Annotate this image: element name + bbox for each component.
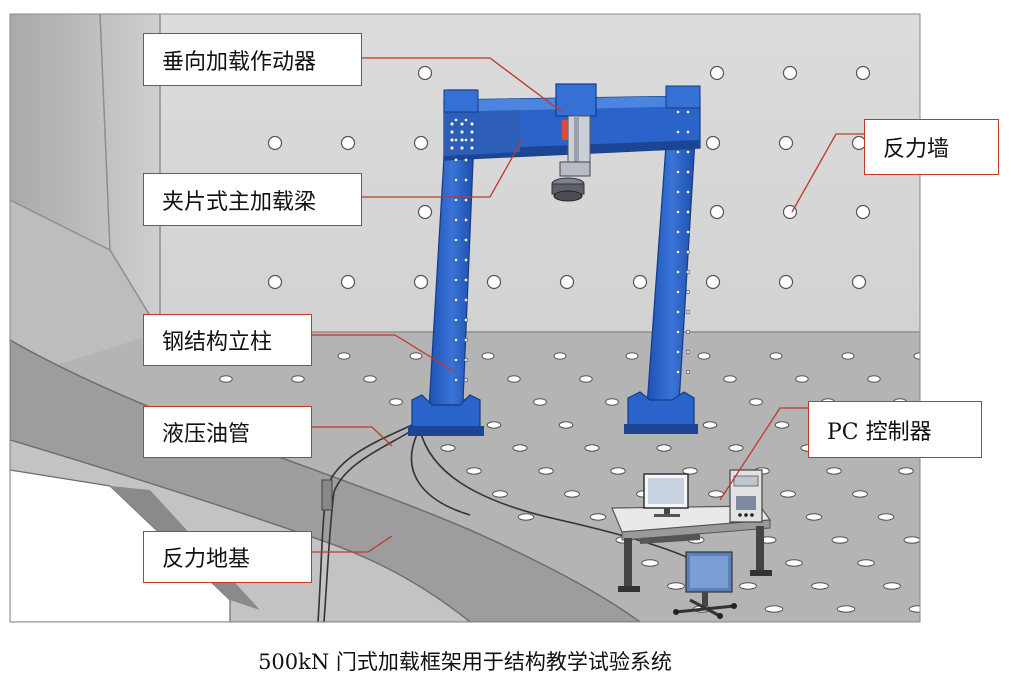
wall-anchor-holes	[267, 65, 871, 290]
wall-hole	[778, 135, 794, 151]
floor-hole	[553, 352, 567, 360]
side-wall-lower	[10, 200, 160, 380]
floor-hole	[605, 398, 619, 406]
wall-hole	[709, 204, 725, 220]
floor-hole	[291, 375, 305, 383]
floor-hole	[857, 559, 875, 567]
floor-hole	[219, 375, 233, 383]
floor-hole	[826, 467, 842, 475]
floor-hole	[625, 352, 639, 360]
wall-hole	[778, 274, 794, 290]
floor-hole	[512, 444, 528, 452]
pc-workstation	[611, 469, 772, 619]
floor-hole	[440, 444, 456, 452]
floor-hole	[363, 375, 377, 383]
floor-hole	[584, 444, 600, 452]
label-reaction-base: 反力地基	[143, 531, 312, 583]
label-main-beam: 夹片式主加载梁	[143, 173, 362, 226]
wall-hole	[559, 274, 575, 290]
floor-hole	[667, 582, 685, 590]
wall-hole	[782, 65, 798, 81]
floor-hole	[558, 421, 574, 429]
floor-hole	[836, 605, 856, 613]
floor-hole	[486, 421, 502, 429]
floor-hole	[877, 513, 895, 521]
wall-hole	[417, 65, 433, 81]
floor-hole	[409, 352, 423, 360]
label-column: 钢结构立柱	[143, 314, 312, 366]
wall-hole	[340, 135, 356, 151]
wall-hole	[413, 274, 429, 290]
floor-hole	[564, 490, 580, 498]
floor-hole	[852, 490, 868, 498]
wall-hole	[851, 274, 867, 290]
floor-hole	[641, 559, 659, 567]
floor-hole	[903, 536, 920, 544]
floor-opening	[10, 469, 231, 622]
floor-hole	[908, 605, 920, 613]
leader-lines	[312, 57, 864, 553]
floor-hole	[780, 490, 796, 498]
side-wall	[10, 14, 160, 332]
wall-hole	[855, 65, 871, 81]
label-actuator: 垂向加载作动器	[143, 33, 362, 86]
wall-hole	[340, 274, 356, 290]
floor-hole	[764, 605, 784, 613]
floor-hole	[883, 582, 901, 590]
actuator-mount	[555, 83, 597, 117]
floor-hole	[389, 398, 403, 406]
floor-hole	[507, 375, 521, 383]
wall-hole	[705, 135, 721, 151]
floor-hole	[697, 352, 711, 360]
floor-hole	[656, 444, 672, 452]
floor-hole	[749, 398, 763, 406]
floor-hole	[708, 490, 724, 498]
floor-hole	[785, 559, 803, 567]
wall-hole	[413, 135, 429, 151]
floor-hole	[533, 398, 547, 406]
floor-hole	[723, 375, 737, 383]
wall-hole	[705, 274, 721, 290]
floor-hole	[610, 467, 626, 475]
floor-hole	[913, 352, 920, 360]
floor-hole	[517, 513, 535, 521]
floor-hole	[589, 513, 607, 521]
label-reaction-wall: 反力墙	[864, 119, 999, 175]
wall-hole	[267, 274, 283, 290]
label-pc-controller: PC 控制器	[808, 401, 982, 458]
floor-hole	[337, 352, 351, 360]
wall-hole	[709, 65, 725, 81]
reaction-wall	[160, 14, 920, 332]
figure-caption: 500kN 门式加载框架用于结构教学试验系统	[258, 650, 672, 674]
floor-hole	[841, 352, 855, 360]
wall-hole	[855, 204, 871, 220]
floor-hole	[795, 375, 809, 383]
floor-hole	[466, 467, 482, 475]
floor-hole	[769, 352, 783, 360]
floor-hole	[805, 513, 823, 521]
floor-hole	[739, 582, 757, 590]
floor-hole	[811, 582, 829, 590]
floor-hole	[538, 467, 554, 475]
floor-hole	[867, 375, 881, 383]
floor-hole	[492, 490, 508, 498]
floor-hole	[579, 375, 593, 383]
wall-hole	[417, 204, 433, 220]
floor-hole	[898, 467, 914, 475]
floor-hole	[682, 467, 698, 475]
wall-hole	[486, 274, 502, 290]
floor-hole	[728, 444, 744, 452]
floor-hole	[481, 352, 495, 360]
label-hydraulic-hose: 液压油管	[143, 406, 312, 458]
floor-hole	[774, 421, 790, 429]
floor-hole	[702, 421, 718, 429]
gantry-frame	[408, 83, 701, 436]
wall-hole	[267, 135, 283, 151]
wall-hole	[632, 274, 648, 290]
floor-hole	[831, 536, 849, 544]
